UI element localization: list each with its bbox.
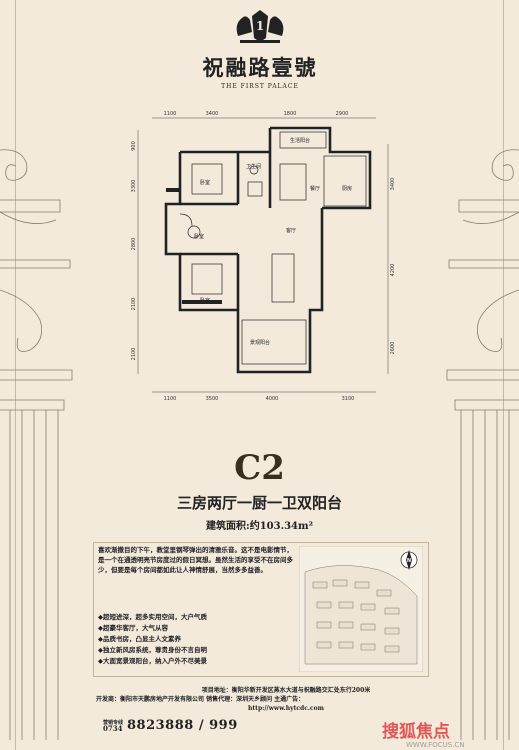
- unit-area: 建筑面积:约103.34m²: [206, 521, 313, 532]
- dim-bottom-1: 1100: [164, 396, 177, 402]
- feature-item: ◆独立新风房系统，尊贵身份不言自明: [98, 646, 207, 654]
- right-border-line: [503, 0, 504, 750]
- compass-icon: N: [400, 550, 418, 570]
- dim-left-3: 2800: [131, 238, 137, 251]
- brand-name-cn: 祝融路壹號: [202, 55, 318, 80]
- watermark-url: WWW.FOCUS.CN: [406, 741, 465, 749]
- watermark-text: 搜狐焦点: [382, 721, 450, 742]
- floor-plan: 1100 3400 1800 2900 1100 3500 4000 3100 …: [131, 111, 396, 402]
- right-column-ornament: [446, 149, 519, 740]
- unit-code: C2: [234, 448, 285, 488]
- crest-letter: 1: [256, 19, 264, 33]
- room-view-balcony: 景观阳台: [250, 339, 270, 346]
- project-address: 项目地址：衡阳华新开发区蒸水大道与祝融路交汇处东行200米 开发商：衡阳市天鹏房…: [96, 686, 476, 713]
- dim-bottom-4: 3100: [342, 396, 355, 402]
- dim-bottom-2: 3500: [206, 396, 219, 402]
- diamond-bullet-icon: ◆: [98, 624, 103, 632]
- dim-left-4: 2100: [131, 298, 137, 311]
- diamond-bullet-icon: ◆: [98, 635, 103, 643]
- dim-bottom-3: 4000: [266, 396, 279, 402]
- feature-list: ◆超短进深，超多实用空间，大户气质 ◆超豪华客厅，大气从容 ◆品质书房，凸显主人…: [98, 612, 288, 667]
- left-column-ornament: [0, 149, 73, 740]
- diamond-bullet-icon: ◆: [98, 646, 103, 654]
- room-service-balcony: 生活阳台: [290, 137, 310, 144]
- website-link[interactable]: http://www.hytcdc.com: [248, 705, 324, 712]
- dim-left-5: 2100: [131, 348, 137, 361]
- feature-item: ◆超短进深，超多实用空间，大户气质: [98, 613, 207, 621]
- dim-right-1: 3400: [390, 178, 396, 191]
- dim-top-2: 3400: [206, 111, 219, 117]
- room-living: 客厅: [286, 227, 296, 234]
- dim-left-1: 900: [131, 141, 137, 151]
- brand-name-en: THE FIRST PALACE: [221, 83, 299, 90]
- address-line: 项目地址：衡阳华新开发区蒸水大道与祝融路交汇处东行200米: [201, 687, 371, 694]
- feature-item: ◆超豪华客厅，大气从容: [98, 624, 168, 632]
- room-dining: 餐厅: [310, 185, 320, 192]
- unit-layout: 三房两厅一厨一卫双阳台: [176, 494, 342, 512]
- site-map: N: [299, 546, 423, 672]
- room-kitchen: 厨房: [342, 185, 352, 192]
- feature-item: ◆品质书房，凸显主人文素养: [98, 635, 181, 643]
- left-border-line: [15, 0, 16, 750]
- room-bedroom-mid: 卧室: [194, 233, 204, 240]
- diamond-bullet-icon: ◆: [98, 613, 103, 621]
- info-panel: [93, 542, 429, 677]
- compass-label: N: [407, 558, 411, 564]
- dim-top-1: 1100: [164, 111, 177, 117]
- room-bedroom-bottom: 卧室: [200, 297, 210, 304]
- room-bedroom-top: 卧室: [200, 179, 210, 186]
- unit-summary: 三房两厅一厨一卫双阳台 建筑面积:约103.34m²: [0, 492, 519, 532]
- developer-line: 开发商：衡阳市天鹏房地产开发有限公司 销售代理：深圳天乡顾问 主通广告：: [96, 696, 305, 703]
- lion-crest-icon: 1: [236, 10, 284, 43]
- dim-top-4: 2900: [336, 111, 349, 117]
- hotline-label-block: 营销专线 0734: [103, 719, 124, 733]
- diamond-bullet-icon: ◆: [98, 657, 103, 665]
- hotline: 营销专线 0734 8823888 / 999: [103, 718, 238, 733]
- dim-right-2: 4200: [390, 264, 396, 277]
- dim-left-2: 3300: [131, 180, 137, 193]
- brand-logo: 1 祝融路壹號 THE FIRST PALACE: [180, 6, 340, 96]
- unit-description: 喜欢渐撒目的下午，教堂里钢琴弹出的清雅乐音。这不是电影情节，是一个在通透明亮节房…: [98, 546, 293, 574]
- room-bathroom: 卫生间: [246, 163, 261, 170]
- dim-right-3: 2600: [390, 342, 396, 355]
- hotline-number[interactable]: 8823888 / 999: [127, 718, 238, 733]
- dim-top-3: 1800: [284, 111, 297, 117]
- feature-item: ◆大面宽景观阳台，纳入户外不尽美景: [98, 657, 207, 665]
- watermark-logo: 搜狐焦点 WWW.FOCUS.CN: [382, 721, 465, 749]
